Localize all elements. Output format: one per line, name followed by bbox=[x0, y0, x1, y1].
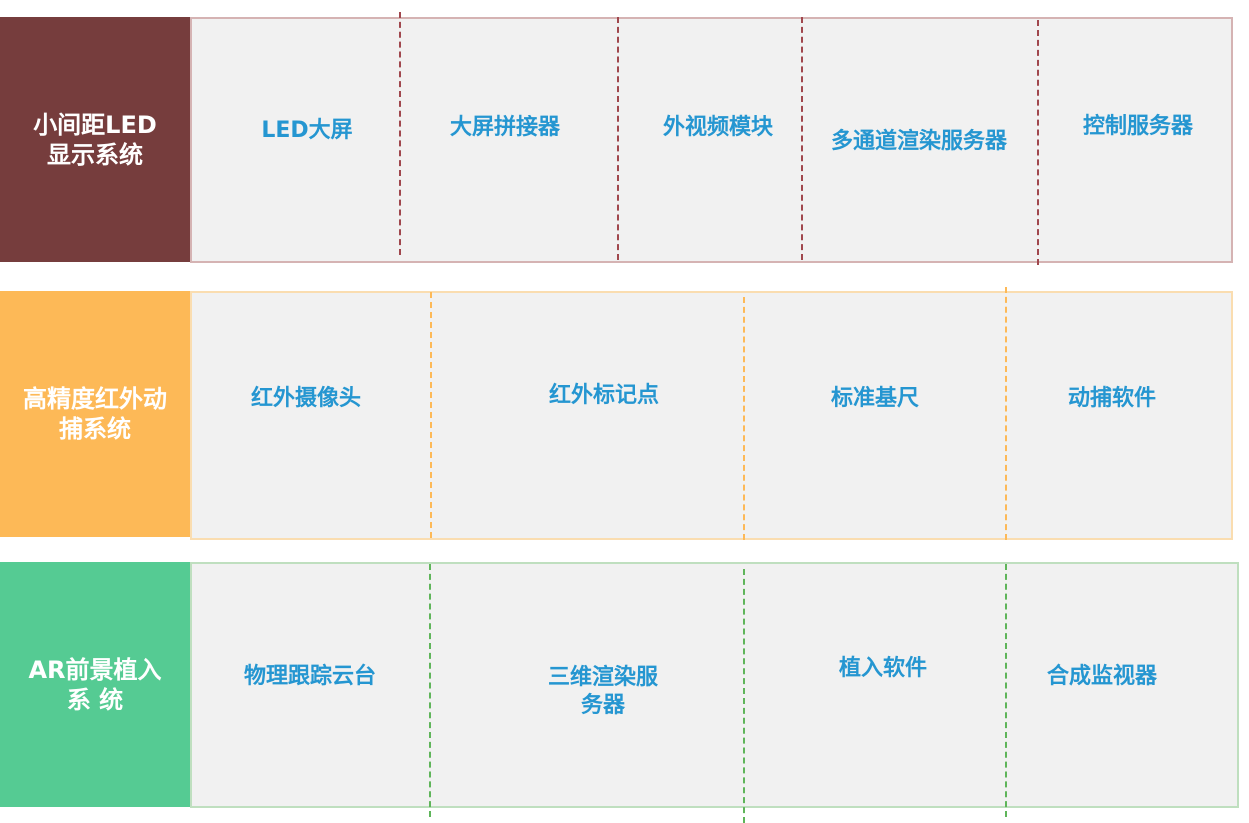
system-label-led-display: 小间距LED显示系统 bbox=[0, 17, 190, 262]
component-compositing-software: 植入软件 bbox=[838, 656, 928, 681]
dashed-divider bbox=[801, 17, 803, 260]
dashed-divider bbox=[1005, 287, 1007, 540]
component-3d-render-server: 三维渲染服务器 bbox=[547, 665, 658, 718]
component-panel-infrared-mocap bbox=[190, 291, 1233, 540]
component-tracking-pan-tilt-head: 物理跟踪云台 bbox=[243, 664, 377, 689]
system-label-text: 小间距LED显示系统 bbox=[33, 110, 157, 169]
dashed-divider bbox=[1005, 564, 1007, 817]
dashed-divider bbox=[743, 569, 745, 823]
component-panel-ar-foreground bbox=[190, 562, 1239, 808]
dashed-divider bbox=[1037, 20, 1039, 265]
dashed-divider bbox=[429, 564, 431, 817]
component-screen-splicer: 大屏拼接器 bbox=[449, 115, 561, 140]
dashed-divider bbox=[743, 297, 745, 540]
dashed-divider bbox=[430, 292, 432, 538]
component-mocap-software: 动捕软件 bbox=[1067, 386, 1157, 411]
component-led-screen: LED大屏 bbox=[261, 118, 353, 143]
system-label-ar-foreground: AR前景植入系 统 bbox=[0, 562, 190, 807]
dashed-divider bbox=[399, 12, 401, 255]
component-multichannel-render-server: 多通道渲染服务器 bbox=[830, 129, 1007, 154]
component-external-video-module: 外视频模块 bbox=[662, 115, 774, 140]
system-label-infrared-mocap: 高精度红外动捕系统 bbox=[0, 291, 190, 537]
component-panel-led-display bbox=[190, 17, 1233, 263]
component-control-server: 控制服务器 bbox=[1082, 114, 1194, 139]
component-infrared-marker: 红外标记点 bbox=[548, 383, 660, 408]
component-calibration-rod: 标准基尺 bbox=[830, 386, 920, 411]
component-infrared-camera: 红外摄像头 bbox=[250, 386, 362, 411]
dashed-divider bbox=[617, 17, 619, 260]
system-label-text: AR前景植入系 统 bbox=[28, 655, 162, 714]
system-label-text: 高精度红外动捕系统 bbox=[23, 385, 167, 443]
component-composite-monitor: 合成监视器 bbox=[1046, 664, 1158, 689]
